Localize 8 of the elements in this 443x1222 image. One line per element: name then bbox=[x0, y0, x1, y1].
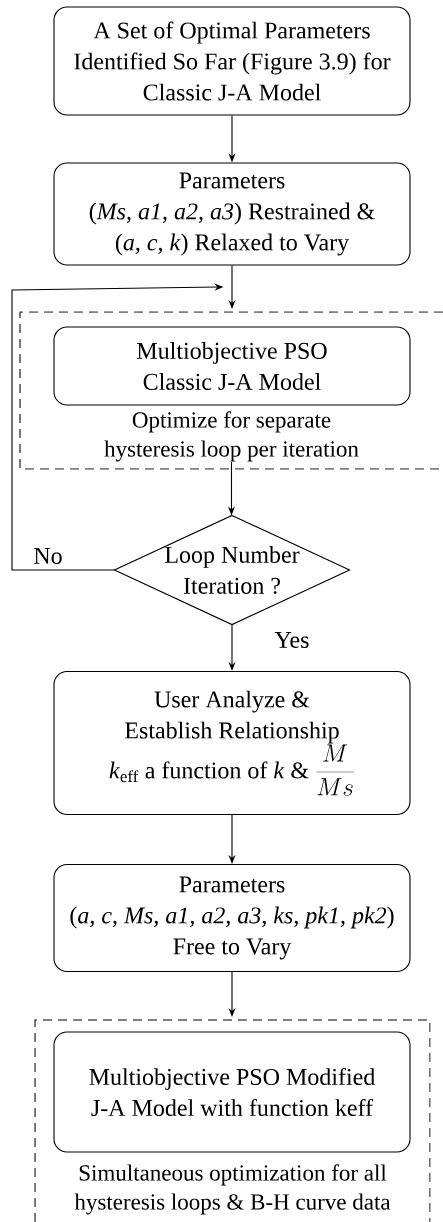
process-box: Multiobjective PSO Modified J-A Model with function keff bbox=[53, 1031, 411, 1153]
edge-label: No bbox=[34, 548, 62, 564]
process-box: Parameters (a, c, Ms, a1, a2, a3, ks, pk1, pk2) Free to Vary bbox=[53, 863, 411, 973]
process-box: A Set of Optimal Parameters Identified So Far (Figure 3.9) for Classic J-A Model bbox=[53, 6, 411, 116]
edge-label: Yes bbox=[274, 632, 309, 648]
process-box: User Analyze & Establish Relationship k$_{eff}$ a function of k & $\frac{M}{Ms}$ bbox=[53, 670, 411, 816]
process-box: Parameters (Ms, a1, a2, a3) Restrained & (a, c, k) Relaxed to Vary bbox=[53, 162, 411, 266]
process-box: Multiobjective PSO Classic J-A Model bbox=[53, 326, 411, 406]
